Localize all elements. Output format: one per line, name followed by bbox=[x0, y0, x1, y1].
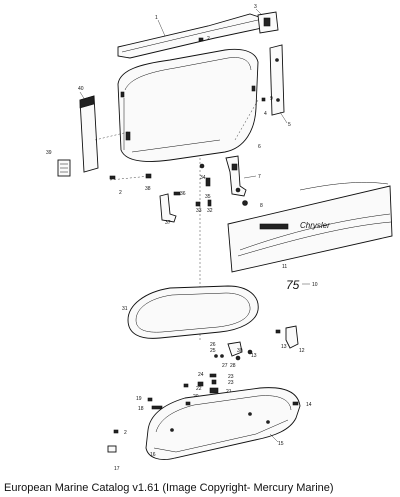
screw-part bbox=[109, 175, 116, 180]
callout-8: 8 bbox=[260, 203, 263, 209]
latch-part bbox=[225, 155, 247, 197]
nut-part bbox=[235, 355, 241, 361]
screw-part bbox=[198, 37, 204, 42]
callout-9: 9 bbox=[270, 96, 273, 102]
bracket-part bbox=[257, 11, 279, 34]
callout-40: 40 bbox=[78, 86, 84, 92]
callout-2-lower: 2 bbox=[124, 430, 127, 436]
callout-15: 15 bbox=[278, 441, 284, 447]
callout-32: 32 bbox=[207, 208, 213, 214]
side-plate-part bbox=[269, 44, 285, 116]
rear-bracket-part bbox=[285, 325, 299, 349]
decal-brand: Chrysler bbox=[300, 221, 330, 230]
callout-23-b: 23 bbox=[228, 380, 234, 386]
callout-13: 13 bbox=[281, 344, 287, 350]
screw-part bbox=[183, 383, 189, 388]
screw-part bbox=[292, 401, 299, 406]
washer-part bbox=[214, 354, 218, 358]
top-cowl-part bbox=[117, 48, 259, 162]
clip-part bbox=[195, 201, 201, 207]
callout-24: 24 bbox=[198, 372, 204, 378]
callout-30: 30 bbox=[237, 348, 243, 354]
callout-6: 6 bbox=[258, 144, 261, 150]
left-panel-part bbox=[79, 95, 99, 173]
callout-3: 3 bbox=[254, 4, 257, 10]
model-decal: 75 bbox=[286, 278, 300, 292]
callout-18: 18 bbox=[138, 406, 144, 412]
nut-part bbox=[242, 200, 248, 206]
nut-part bbox=[247, 349, 253, 355]
callout-37: 37 bbox=[165, 220, 171, 226]
clip-part bbox=[197, 381, 204, 387]
bracket-part bbox=[209, 373, 217, 378]
nut-part bbox=[211, 379, 217, 385]
callout-38: 38 bbox=[145, 186, 151, 192]
callout-2-left: 2 bbox=[119, 190, 122, 196]
callout-17: 17 bbox=[114, 466, 120, 472]
callout-5: 5 bbox=[288, 122, 291, 128]
hook-bracket-part bbox=[159, 193, 177, 223]
washer-part bbox=[220, 354, 224, 358]
callout-31: 31 bbox=[122, 306, 128, 312]
callout-35: 35 bbox=[205, 194, 211, 200]
callout-25: 25 bbox=[210, 348, 216, 354]
washer-part bbox=[199, 163, 205, 169]
grommet-part bbox=[145, 173, 152, 179]
callout-12: 12 bbox=[299, 348, 305, 354]
callout-26: 26 bbox=[210, 342, 216, 348]
side-decal-part bbox=[227, 182, 393, 273]
screw-part bbox=[207, 199, 212, 207]
clip-part bbox=[107, 445, 117, 453]
pin-part bbox=[173, 191, 181, 196]
callout-36: 36 bbox=[180, 191, 186, 197]
exploded-parts-diagram: 1 3 5 2 4 40 39 bbox=[46, 4, 393, 472]
callout-34: 34 bbox=[200, 175, 206, 181]
callout-39: 39 bbox=[46, 150, 52, 156]
callout-4: 4 bbox=[264, 111, 267, 117]
screw-part bbox=[261, 97, 266, 102]
cowl-seal-part bbox=[127, 285, 259, 339]
latch-hook-part bbox=[227, 341, 243, 357]
screw-part bbox=[275, 329, 281, 334]
callout-2: 2 bbox=[207, 36, 210, 42]
bottom-cowl-pan-part bbox=[145, 387, 301, 460]
clip-part bbox=[151, 405, 163, 410]
callout-27: 27 bbox=[222, 363, 228, 369]
callout-23: 23 bbox=[228, 374, 234, 380]
callout-7: 7 bbox=[258, 174, 261, 180]
callout-1: 1 bbox=[155, 15, 158, 21]
callout-33: 33 bbox=[196, 208, 202, 214]
image-caption: European Marine Catalog v1.61 (Image Cop… bbox=[4, 482, 334, 494]
screw-part bbox=[113, 429, 119, 434]
callout-28: 28 bbox=[230, 363, 236, 369]
callout-16: 16 bbox=[150, 452, 156, 458]
callout-13-b: 13 bbox=[251, 353, 257, 359]
callout-22: 22 bbox=[196, 386, 202, 392]
spring-part bbox=[205, 177, 211, 187]
label-plate-part bbox=[57, 159, 71, 177]
callout-19: 19 bbox=[136, 396, 142, 402]
callout-14: 14 bbox=[306, 402, 312, 408]
callout-11: 11 bbox=[282, 264, 287, 270]
callout-10: 10 bbox=[312, 282, 318, 288]
block-part bbox=[209, 387, 219, 394]
screw-part bbox=[147, 397, 153, 402]
